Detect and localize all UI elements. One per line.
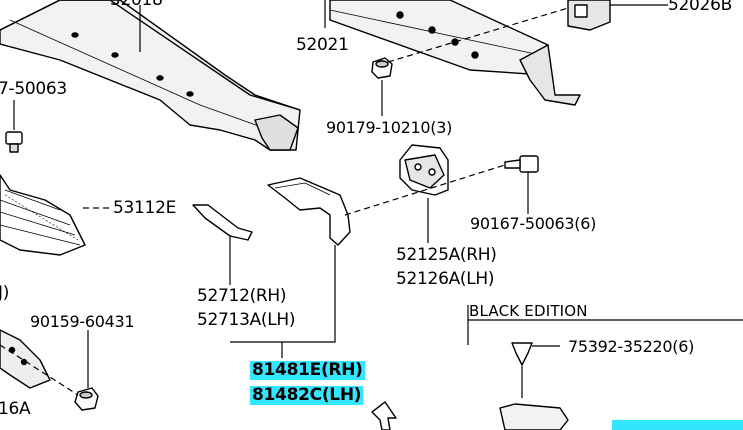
direction-arrow — [371, 401, 397, 430]
part-label-j[interactable]: J) — [0, 283, 10, 303]
dashed-leader-90167 — [344, 164, 506, 216]
bracket-52712-part — [192, 204, 253, 241]
black-edition-bracket-line — [467, 305, 743, 345]
part-label-50063-left[interactable]: 7-50063 — [0, 79, 67, 99]
part-label-81481e[interactable]: 81481E(RH) — [250, 360, 365, 380]
highlight-tab — [612, 420, 743, 430]
part-label-52713a[interactable]: 52713A(LH) — [197, 310, 296, 330]
grille-53112e-part — [0, 174, 86, 256]
bolt-90159-part — [74, 387, 99, 411]
part-label-52126a[interactable]: 52126A(LH) — [396, 269, 495, 289]
section-title-black-edition: BLACK EDITION — [469, 302, 588, 320]
bracket-52125a-part — [399, 144, 449, 196]
black-edition-part — [499, 403, 569, 430]
nut-90179-part — [371, 57, 393, 79]
part-label-75392[interactable]: 75392-35220(6) — [568, 337, 695, 356]
part-label-52018[interactable]: 52018 — [110, 0, 163, 10]
leader-81481e — [230, 245, 336, 358]
dashed-leader-90159 — [0, 344, 79, 396]
part-label-52026b[interactable]: 52026B — [668, 0, 732, 15]
upper-beam-part — [329, 0, 581, 106]
part-label-52125a[interactable]: 52125A(RH) — [396, 245, 497, 265]
bolt-90167-part — [504, 155, 539, 173]
part-label-16a[interactable]: 16A — [0, 399, 31, 419]
part-label-90167[interactable]: 90167-50063(6) — [470, 214, 597, 233]
part-label-90159[interactable]: 90159-60431 — [30, 312, 135, 331]
bracket-52026b-part — [567, 0, 611, 31]
part-label-90179[interactable]: 90179-10210(3) — [326, 118, 453, 137]
clip-75392-part — [511, 342, 533, 366]
part-label-53112e[interactable]: 53112E — [113, 198, 177, 218]
reinforcement-beam-part — [0, 0, 301, 151]
lower-left-component-part — [0, 329, 51, 389]
part-label-81482c[interactable]: 81482C(LH) — [250, 385, 364, 405]
dashed-leader-90179 — [387, 7, 569, 63]
part-label-52021[interactable]: 52021 — [296, 35, 349, 55]
bracket-81481e-part — [267, 177, 351, 246]
part-label-52712[interactable]: 52712(RH) — [197, 286, 287, 306]
clip-50063-part — [5, 131, 23, 153]
